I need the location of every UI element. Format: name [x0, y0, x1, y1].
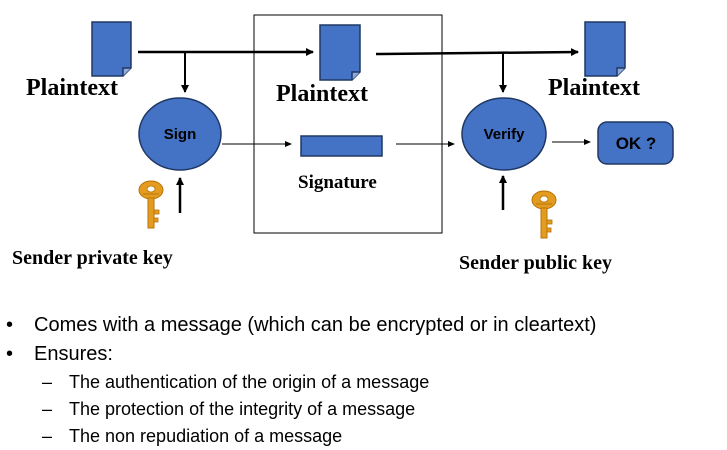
ok-label: OK ? [616, 134, 657, 153]
plaintext-label-middle: Plaintext [276, 81, 368, 107]
public-key-label: Sender public key [459, 252, 612, 274]
signature-label: Signature [298, 172, 377, 193]
sign-label: Sign [164, 126, 197, 143]
sub-bullet-item: – The non repudiation of a message [42, 426, 342, 447]
signature-diagram: Sign Verify OK ? [91, 14, 674, 239]
sign-node [138, 97, 222, 171]
bullet-text: Ensures: [34, 343, 113, 365]
dash-glyph: – [42, 426, 53, 446]
sub-bullet-text: The authentication of the origin of a me… [69, 372, 430, 392]
sub-bullet-item: – The authentication of the origin of a … [42, 372, 429, 393]
private-key-label: Sender private key [12, 247, 173, 269]
signature-block [300, 135, 383, 157]
bullet-glyph: • [6, 343, 14, 365]
sub-bullet-item: – The protection of the integrity of a m… [42, 399, 415, 420]
dash-glyph: – [42, 372, 53, 392]
sub-bullet-text: The non repudiation of a message [69, 426, 343, 446]
sub-bullet-text: The protection of the integrity of a mes… [69, 399, 416, 419]
plaintext-document-icon-left [91, 21, 132, 77]
public-key-icon [531, 190, 557, 239]
plaintext-document-icon-middle [319, 24, 361, 81]
plaintext-document-icon-right [584, 21, 626, 77]
bullet-text: Comes with a message (which can be encry… [34, 314, 597, 336]
verify-label: Verify [484, 126, 526, 143]
private-key-icon [138, 180, 164, 229]
signed-message-frame [253, 14, 443, 234]
bullet-glyph: • [6, 314, 14, 336]
plaintext-label-right: Plaintext [548, 75, 640, 101]
dash-glyph: – [42, 399, 53, 419]
plaintext-label-left: Plaintext [26, 75, 118, 101]
verify-node [461, 97, 547, 171]
ok-result-box [597, 121, 674, 165]
middle-to-right-arrow [375, 48, 579, 57]
